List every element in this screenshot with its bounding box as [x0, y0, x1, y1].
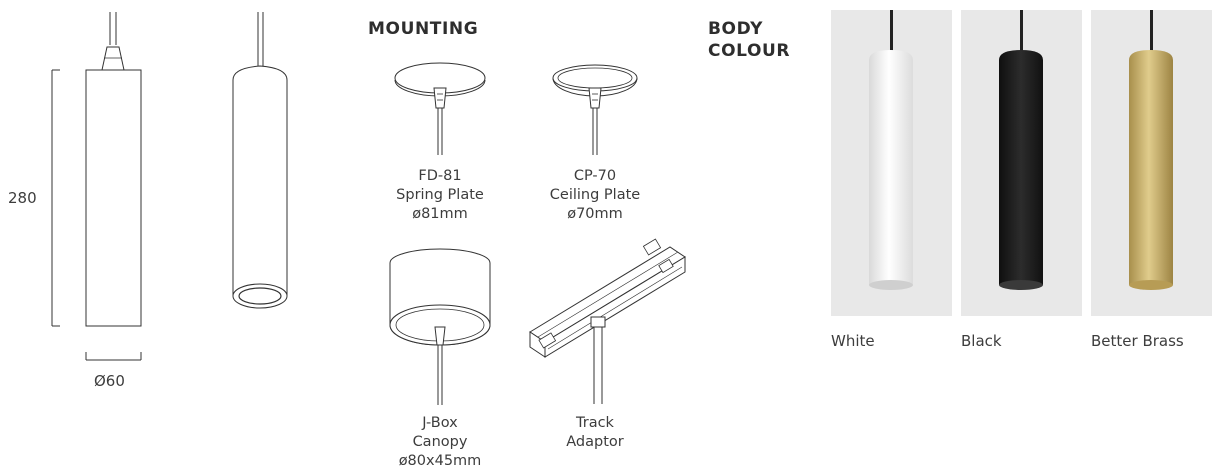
- swatch-black: [961, 10, 1082, 316]
- canopy-icon: [389, 248, 491, 405]
- white-pendant-icon: [869, 10, 913, 290]
- mount-option-fd81: FD-81 Spring Plate ø81mm: [376, 167, 504, 224]
- heading-line-1: BODY: [708, 19, 763, 39]
- mount-size: ø80x45mm: [398, 453, 482, 469]
- pendant-perspective-icon: [232, 12, 288, 309]
- mounting-heading: MOUNTING: [368, 19, 479, 39]
- black-pendant-icon: [999, 10, 1043, 290]
- swatch-brass-label: Better Brass: [1091, 332, 1184, 350]
- mount-option-jbox: J-Box Canopy ø80x45mm: [376, 414, 504, 471]
- brass-pendant-icon: [1129, 10, 1173, 290]
- ceiling-plate-icon: [552, 64, 638, 155]
- spring-plate-icon: [394, 62, 486, 155]
- mount-desc: Adaptor: [566, 434, 624, 450]
- body-colour-heading: BODY COLOUR: [708, 18, 790, 62]
- mount-name: Track: [576, 415, 614, 431]
- mount-name: CP-70: [573, 168, 617, 184]
- mount-size: ø81mm: [412, 206, 468, 222]
- mount-name: J-Box: [422, 415, 458, 431]
- mount-option-track: Track Adaptor: [530, 414, 660, 452]
- mount-name: FD-81: [418, 168, 462, 184]
- track-adaptor-icon: [529, 238, 686, 404]
- swatch-brass: [1091, 10, 1212, 316]
- mount-desc: Ceiling Plate: [549, 187, 641, 203]
- mount-desc: Spring Plate: [396, 187, 484, 203]
- swatch-white-label: White: [831, 332, 875, 350]
- diameter-label: Ø60: [94, 372, 125, 390]
- mount-desc: Canopy: [412, 434, 468, 450]
- swatch-black-label: Black: [961, 332, 1002, 350]
- mount-option-cp70: CP-70 Ceiling Plate ø70mm: [531, 167, 659, 224]
- heading-line-2: COLOUR: [708, 41, 791, 61]
- height-label: 280: [8, 189, 37, 207]
- mount-size: ø70mm: [567, 206, 623, 222]
- pendant-dimension-icon: [51, 12, 142, 361]
- swatch-white: [831, 10, 952, 316]
